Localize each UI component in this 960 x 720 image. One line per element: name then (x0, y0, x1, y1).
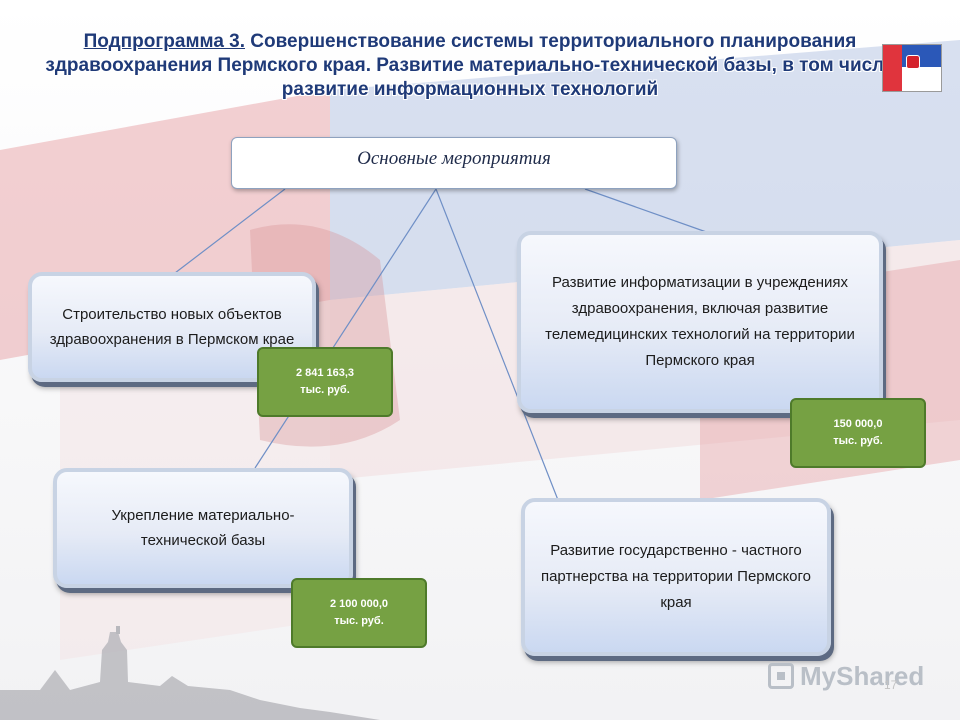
cost-equipment: 2 100 000,0 тыс. руб. (291, 578, 427, 648)
bear-emblem-icon (906, 55, 920, 69)
cost-informatization: 150 000,0 тыс. руб. (790, 398, 926, 468)
subprogram-label: Подпрограмма 3. (83, 31, 246, 52)
connector-to-equipment (254, 188, 437, 469)
myshared-watermark: MyShared (768, 658, 928, 694)
cost-informatization-value: 150 000,0 (833, 418, 883, 430)
main-activities-box: Основные мероприятия (231, 137, 677, 189)
cost-equipment-unit: тыс. руб. (334, 615, 384, 627)
node-informatization-label: Развитие информатизации в учреждениях зд… (545, 274, 855, 369)
cost-equipment-value: 2 100 000,0 (329, 598, 389, 610)
perm-krai-flag-icon (882, 44, 942, 92)
connector-to-partnership (435, 188, 559, 501)
node-partnership-label: Развитие государственно - частного партн… (540, 542, 812, 611)
cost-informatization-unit: тыс. руб. (833, 435, 883, 447)
node-informatization: Развитие информатизации в учреждениях зд… (517, 231, 883, 413)
cost-construction-unit: тыс. руб. (300, 384, 350, 396)
myshared-logo-icon (768, 663, 794, 689)
title-text: Совершенствование системы территориально… (45, 31, 895, 100)
node-equipment: Укрепление материально-технической базы (53, 468, 353, 588)
connector-to-construction (174, 188, 286, 274)
connector-to-informatization (584, 188, 713, 235)
node-partnership: Развитие государственно - частного партн… (521, 498, 831, 656)
flag-red-stripe (883, 45, 902, 91)
cost-construction: 2 841 163,3 тыс. руб. (257, 347, 393, 417)
page-number: 17 (884, 678, 898, 692)
node-equipment-label: Укрепление материально-технической базы (111, 507, 295, 549)
cost-construction-value: 2 841 163,3 (295, 367, 355, 379)
flag-white-field (902, 67, 941, 91)
node-construction-label: Строительство новых объектов здравоохран… (49, 306, 295, 348)
slide-title: Подпрограмма 3. Совершенствование систем… (20, 30, 920, 102)
watermark-text: MyShared (800, 660, 925, 691)
